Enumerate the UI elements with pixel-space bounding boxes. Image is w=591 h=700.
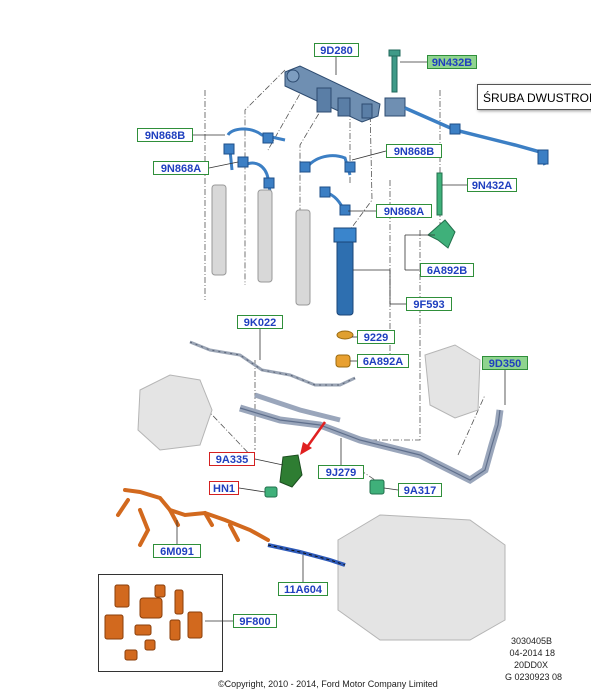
fuel-line-middle bbox=[303, 154, 352, 213]
label-9n432a[interactable]: 9N432A bbox=[467, 178, 517, 192]
label-9f593[interactable]: 9F593 bbox=[406, 297, 452, 311]
drawing-code-3: 20DD0X bbox=[513, 660, 548, 670]
clamp-6a892b bbox=[427, 172, 456, 249]
drawing-code-2: 04-2014 18 bbox=[509, 648, 555, 658]
label-9n432b[interactable]: 9N432B bbox=[427, 55, 477, 69]
label-9n868a-left[interactable]: 9N868A bbox=[153, 161, 209, 175]
label-9n868a-mid[interactable]: 9N868A bbox=[376, 204, 432, 218]
gasket-kit-box bbox=[98, 574, 223, 672]
tooltip-stud-bolt: ŚRUBA DWUSTRONNA bbox=[477, 84, 591, 110]
stud-bolt-9n432b bbox=[388, 49, 401, 93]
drawing-code-4: G 0230923 08 bbox=[504, 672, 562, 682]
drawing-code-1: 3030405B bbox=[510, 636, 552, 646]
leak-off-hose bbox=[189, 340, 356, 387]
label-6a892b[interactable]: 6A892B bbox=[420, 263, 474, 277]
wiring-harness bbox=[116, 488, 270, 547]
label-9a335[interactable]: 9A335 bbox=[209, 452, 255, 466]
label-6a892a[interactable]: 6A892A bbox=[357, 354, 409, 368]
injectors-gray bbox=[211, 184, 311, 306]
copyright-notice: ©Copyright, 2010 - 2014, Ford Motor Comp… bbox=[218, 679, 438, 689]
label-9k022[interactable]: 9K022 bbox=[237, 315, 283, 329]
label-9d280[interactable]: 9D280 bbox=[314, 43, 359, 57]
red-arrow bbox=[303, 421, 327, 451]
fuel-rail bbox=[284, 65, 406, 123]
engine-sketches bbox=[137, 344, 506, 641]
label-hn1[interactable]: HN1 bbox=[209, 481, 239, 495]
injector-9f593 bbox=[333, 227, 357, 316]
label-6m091[interactable]: 6M091 bbox=[153, 544, 201, 558]
label-9d350[interactable]: 9D350 bbox=[482, 356, 528, 370]
label-9a317[interactable]: 9A317 bbox=[398, 483, 442, 497]
fuel-return-pipe bbox=[238, 404, 504, 485]
label-11a604[interactable]: 11A604 bbox=[278, 582, 328, 596]
fuel-line-left bbox=[226, 127, 286, 193]
label-9229[interactable]: 9229 bbox=[357, 330, 395, 344]
clip-9a317 bbox=[369, 479, 385, 495]
injector-washer bbox=[336, 330, 354, 340]
label-9n868b-left[interactable]: 9N868B bbox=[137, 128, 193, 142]
injector-harness bbox=[267, 543, 346, 567]
injector-seal bbox=[335, 354, 351, 368]
label-9f800[interactable]: 9F800 bbox=[233, 614, 277, 628]
label-9j279[interactable]: 9J279 bbox=[318, 465, 364, 479]
gasket-kit bbox=[104, 584, 203, 661]
fuel-sensor bbox=[264, 454, 303, 498]
label-9n868b-mid[interactable]: 9N868B bbox=[386, 144, 442, 158]
